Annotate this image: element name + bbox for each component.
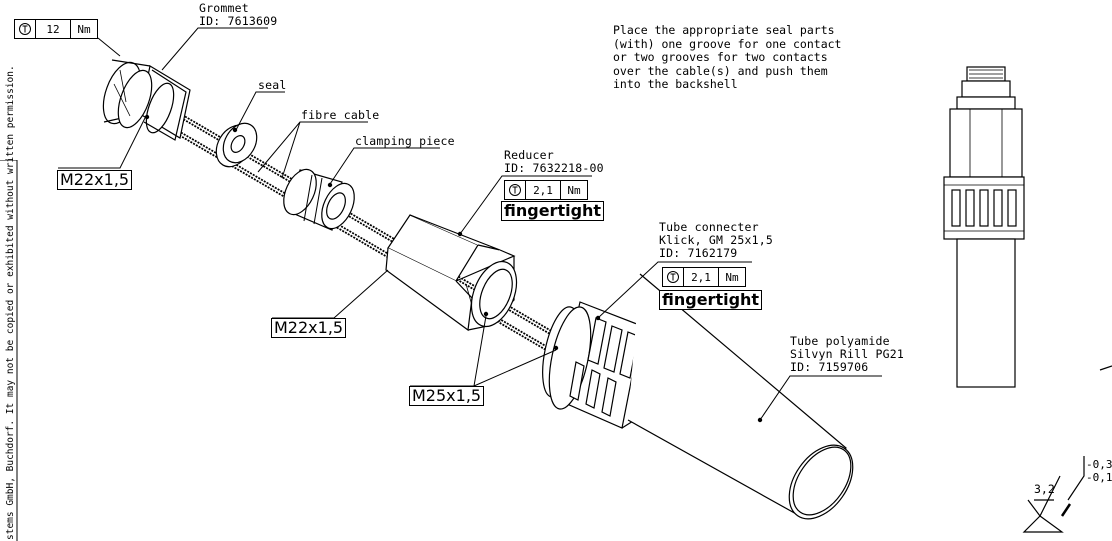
torque-icon	[663, 268, 684, 286]
torque-value: 2,1	[526, 181, 561, 199]
tube-connector-spec: Klick, GM 25x1,5	[659, 233, 773, 247]
clamping-piece-part	[283, 168, 355, 231]
reducer-id: ID: 7632218-00	[504, 161, 604, 175]
clamping-piece-label: clamping piece	[355, 134, 455, 148]
grommet-part	[102, 59, 191, 141]
tube-connector-label: Tube connecter Klick, GM 25x1,5 ID: 7162…	[659, 221, 773, 260]
thread-spec-connector: M25x1,5	[409, 386, 485, 406]
reducer-label: Reducer ID: 7632218-00	[504, 149, 604, 175]
tube-connector-fingertight: fingertight	[659, 290, 763, 310]
torque-unit: Nm	[77, 22, 91, 36]
torque-value: 2,1	[684, 268, 719, 286]
reducer-name: Reducer	[504, 148, 554, 162]
leader-lines	[58, 27, 882, 421]
tube-polyamide-name: Tube polyamide	[790, 334, 890, 348]
tube-polyamide-part	[627, 273, 854, 520]
instruction-line: (with) one groove for one contact	[613, 36, 842, 51]
seal-part	[215, 122, 258, 168]
torque-unit: Nm	[567, 183, 581, 197]
fibre-cable-label: fibre cable	[301, 108, 380, 122]
tube-polyamide-label: Tube polyamide Silvyn Rill PG21 ID: 7159…	[790, 335, 904, 374]
tolerance-upper: -0,3	[1086, 458, 1112, 471]
surface-roughness-symbol	[1022, 456, 1085, 533]
border-frame-line	[0, 160, 18, 541]
reducer-fingertight: fingertight	[501, 201, 605, 221]
tube-polyamide-spec: Silvyn Rill PG21	[790, 347, 904, 361]
thread-spec-grommet: M22x1,5	[57, 170, 133, 190]
tolerance-lower: -0,1	[1086, 471, 1112, 484]
assembly-instruction-note: Place the appropriate seal parts (with) …	[613, 23, 842, 92]
torque-icon	[15, 20, 36, 38]
thread-spec-reducer: M22x1,5	[271, 318, 347, 338]
torque-spec-tube-connector: 2,1 Nm	[662, 267, 746, 287]
cut-edge-line	[1099, 365, 1112, 371]
seal-label: seal	[258, 78, 287, 92]
tube-connector-part	[542, 301, 661, 429]
torque-spec-grommet: 12 Nm	[14, 19, 98, 39]
grommet-name: Grommet	[199, 1, 249, 15]
instruction-line: or two grooves for two contacts	[613, 50, 828, 65]
instruction-line: over the cable(s) and push them	[613, 63, 828, 78]
torque-value: 12	[36, 20, 71, 38]
tube-connector-name: Tube connecter	[659, 220, 759, 234]
tolerance-values: -0,3 -0,1	[1086, 458, 1112, 484]
tube-polyamide-id: ID: 7159706	[790, 360, 869, 374]
reducer-part	[385, 214, 518, 332]
torque-icon	[505, 181, 526, 199]
side-view-assembly	[943, 66, 1025, 388]
grommet-id: ID: 7613609	[199, 14, 278, 28]
torque-spec-reducer: 2,1 Nm	[504, 180, 588, 200]
instruction-line: Place the appropriate seal parts	[613, 23, 835, 37]
grommet-label: Grommet ID: 7613609	[199, 2, 277, 28]
instruction-line: into the backshell	[613, 77, 738, 92]
tube-connector-id: ID: 7162179	[659, 246, 738, 260]
torque-unit: Nm	[725, 270, 739, 284]
surface-roughness-value: 3,2	[1034, 482, 1055, 496]
